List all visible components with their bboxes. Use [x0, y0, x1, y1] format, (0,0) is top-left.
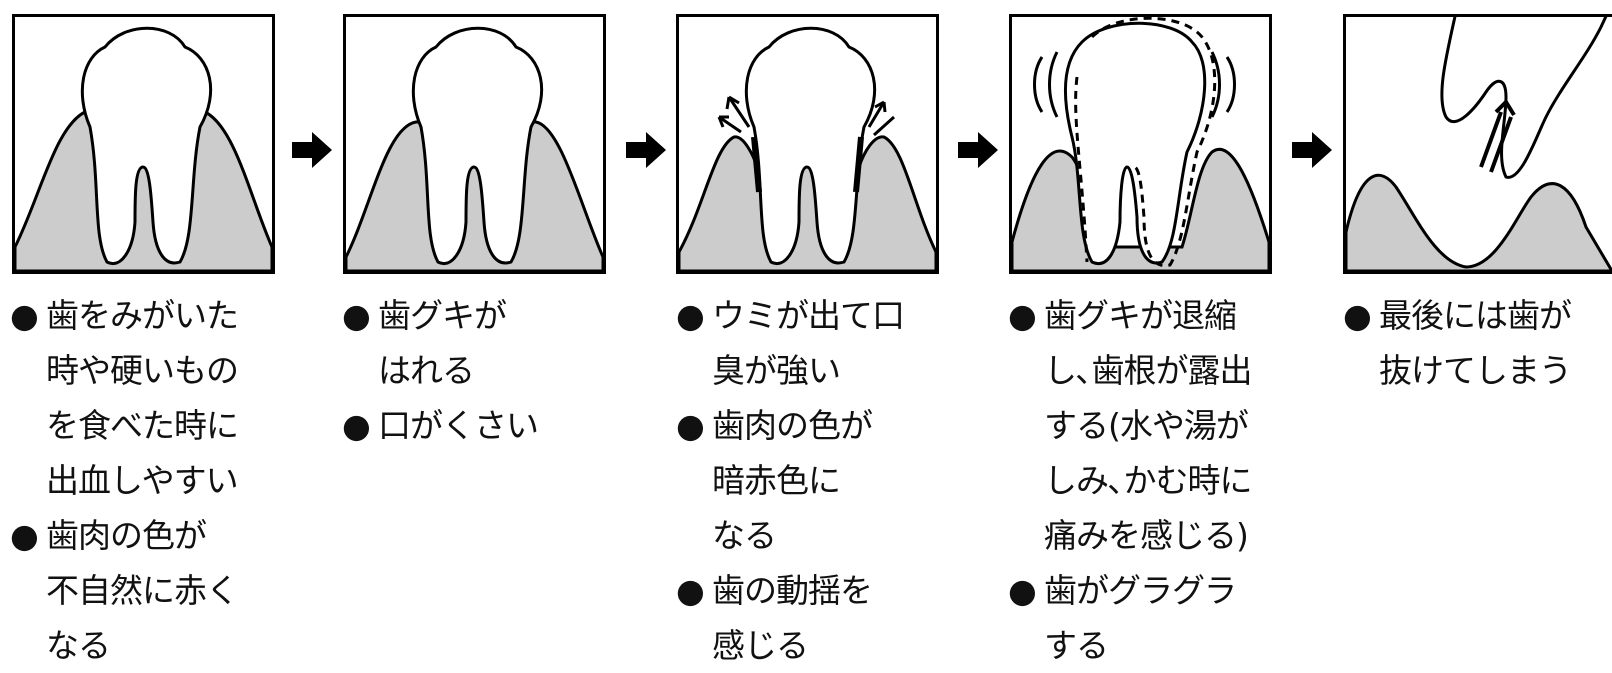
symptom-line: 抜けてしまう [1379, 351, 1572, 390]
symptom-line: なる [46, 626, 111, 665]
symptom-line: を食べた時に [46, 406, 239, 445]
stage-1-illustration [12, 14, 275, 274]
lost-tooth-icon [1346, 17, 1612, 271]
symptom-line: 歯グキが [378, 296, 507, 335]
bullet-icon: ● [676, 296, 705, 335]
stage-3-caption: ● ウミが出て口 臭が強い ● 歯肉の色が 暗赤色に なる ● 歯の動揺を 感じ… [676, 288, 966, 673]
right-arrow-icon [958, 132, 998, 168]
symptom-line: 歯肉の色が [46, 516, 207, 555]
pus-tooth-icon [679, 26, 936, 271]
stage-5-illustration [1343, 14, 1612, 274]
symptom-item: ● 歯肉の色が 暗赤色に なる [676, 398, 966, 563]
symptom-line: 最後には歯が [1379, 296, 1572, 335]
symptom-line: ウミが出て口 [712, 296, 905, 335]
symptom-line: 歯がグラグラ [1044, 571, 1237, 610]
bullet-icon: ● [10, 516, 39, 555]
bullet-icon: ● [676, 571, 705, 610]
symptom-item: ● 歯の動揺を 感じる [676, 563, 966, 673]
loose-tooth-icon [1012, 17, 1269, 271]
symptom-line: なる [712, 516, 777, 555]
stage-4-illustration [1009, 14, 1272, 274]
symptom-line: 不自然に赤く [46, 571, 239, 610]
symptom-line: 歯の動揺を [712, 571, 873, 610]
symptom-item: ● 歯をみがいた 時や硬いもの を食べた時に 出血しやすい [10, 288, 300, 508]
bullet-icon: ● [676, 406, 705, 445]
stage-1-caption: ● 歯をみがいた 時や硬いもの を食べた時に 出血しやすい ● 歯肉の色が 不自… [10, 288, 300, 673]
symptom-item: ● ウミが出て口 臭が強い [676, 288, 966, 398]
symptom-item: ● 口がくさい [342, 398, 632, 453]
symptom-line: 出血しやすい [46, 461, 239, 500]
symptom-item: ● 歯肉の色が 不自然に赤く なる [10, 508, 300, 673]
symptom-line: 歯をみがいた [46, 296, 239, 335]
stage-5-caption: ● 最後には歯が 抜けてしまう [1343, 288, 1612, 398]
right-arrow-icon [1292, 132, 1332, 168]
stage-3-illustration [676, 14, 939, 274]
symptom-line: 暗赤色に [712, 461, 841, 500]
healthy-tooth-icon [15, 26, 272, 271]
symptom-item: ● 最後には歯が 抜けてしまう [1343, 288, 1612, 398]
symptom-line: し､歯根が露出 [1044, 351, 1253, 390]
bullet-icon: ● [10, 296, 39, 335]
symptom-line: 歯肉の色が [712, 406, 873, 445]
symptom-line: しみ､かむ時に [1044, 461, 1253, 500]
symptom-item: ● 歯がグラグラ する [1008, 563, 1298, 673]
stage-2-illustration [343, 14, 606, 274]
stage-4-caption: ● 歯グキが退縮 し､歯根が露出 する(水や湯が しみ､かむ時に 痛みを感じる)… [1008, 288, 1298, 673]
symptom-line: 臭が強い [712, 351, 841, 390]
bullet-icon: ● [342, 406, 371, 445]
symptom-line: 口がくさい [378, 406, 539, 445]
bullet-icon: ● [1008, 296, 1037, 335]
bullet-icon: ● [1008, 571, 1037, 610]
symptom-line: 痛みを感じる) [1044, 516, 1249, 555]
symptom-item: ● 歯グキが退縮 し､歯根が露出 する(水や湯が しみ､かむ時に 痛みを感じる) [1008, 288, 1298, 563]
stage-2-caption: ● 歯グキが はれる ● 口がくさい [342, 288, 632, 453]
swollen-gum-tooth-icon [346, 26, 603, 271]
symptom-item: ● 歯グキが はれる [342, 288, 632, 398]
symptom-line: 感じる [712, 626, 809, 665]
symptom-line: 歯グキが退縮 [1044, 296, 1237, 335]
right-arrow-icon [626, 132, 666, 168]
symptom-line: する [1044, 626, 1109, 665]
bullet-icon: ● [342, 296, 371, 335]
bullet-icon: ● [1343, 296, 1372, 335]
symptom-line: 時や硬いもの [46, 351, 239, 390]
symptom-line: する(水や湯が [1044, 406, 1249, 445]
right-arrow-icon [292, 132, 332, 168]
symptom-line: はれる [378, 351, 475, 390]
